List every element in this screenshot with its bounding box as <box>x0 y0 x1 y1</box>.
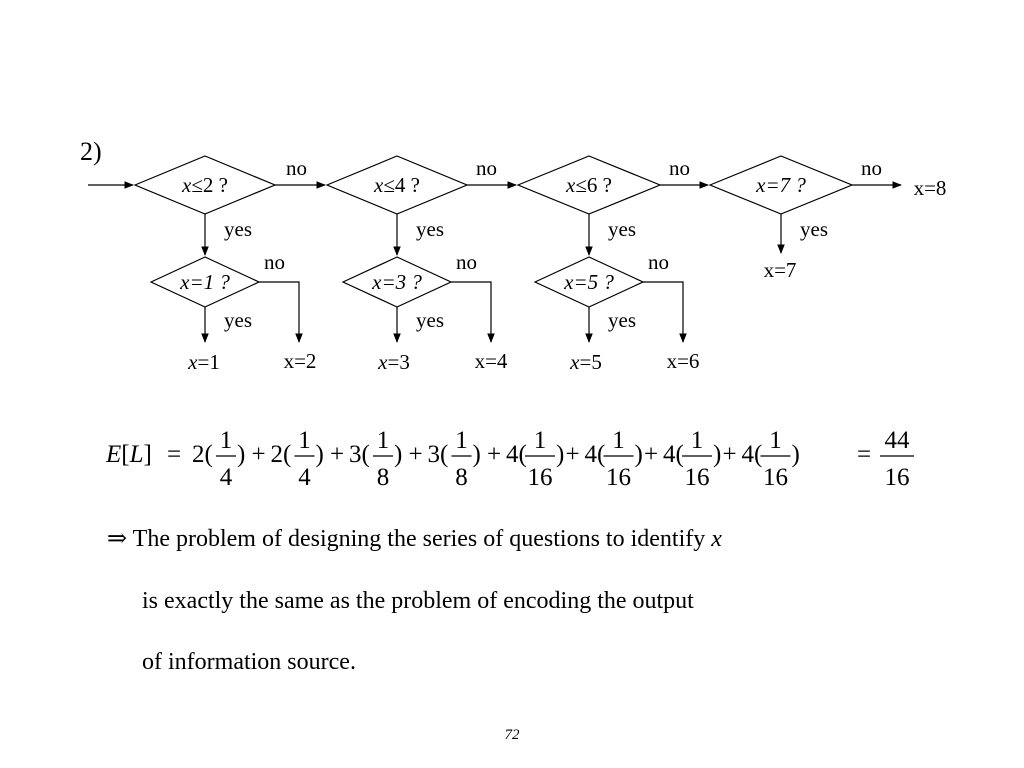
eq-plus: + <box>487 441 501 468</box>
eq-term-denominator: 8 <box>455 464 468 491</box>
eq-term-close-paren: ) <box>556 441 564 468</box>
eq-term-coef: 3( <box>349 441 370 468</box>
conclusion-line-3: of information source. <box>142 649 356 675</box>
eq-plus: + <box>252 441 266 468</box>
eq-term-coef: 2( <box>192 441 213 468</box>
sub-no-arrow-2 <box>451 281 495 343</box>
eq-term-numerator: 1 <box>691 427 704 454</box>
sub-no-label-1: no <box>264 250 285 274</box>
eq-equals: = <box>167 441 181 468</box>
conclusion-line-1: ⇒ The problem of designing the series of… <box>107 525 722 553</box>
no-label-4: no <box>861 156 882 180</box>
outcome-x7: x=7 <box>764 258 797 282</box>
eq-result-den: 16 <box>885 464 910 491</box>
eq-term-coef: 4( <box>585 441 606 468</box>
implies-arrow-icon: ⇒ <box>107 526 128 552</box>
eq-plus: + <box>644 441 658 468</box>
decision-label-2: x≤4 ? <box>373 173 420 197</box>
eq-term-numerator: 1 <box>769 427 782 454</box>
eq-term-denominator: 8 <box>377 464 390 491</box>
no-label-3: no <box>669 156 690 180</box>
sub-decision-label-1: x=1 ? <box>179 270 230 294</box>
eq-term-coef: 4( <box>663 441 684 468</box>
eq-result-num: 44 <box>885 427 911 454</box>
outcome-x2: x=2 <box>284 349 317 373</box>
eq-term-denominator: 4 <box>220 464 233 491</box>
eq-term-denominator: 4 <box>298 464 311 491</box>
page-number: 72 <box>504 727 520 743</box>
sub-no-label-3: no <box>648 250 669 274</box>
outcome-x8: x=8 <box>914 176 947 200</box>
no-label-1: no <box>286 156 307 180</box>
eq-equals-final: = <box>857 441 871 468</box>
conclusion-line-1-text: The problem of designing the series of q… <box>127 526 712 552</box>
sub-no-label-2: no <box>456 250 477 274</box>
eq-term-numerator: 1 <box>534 427 547 454</box>
eq-term-close-paren: ) <box>237 441 245 468</box>
outcome-x4: x=4 <box>475 349 508 373</box>
eq-plus: + <box>723 441 737 468</box>
eq-term-numerator: 1 <box>298 427 311 454</box>
decision-label-4: x=7 ? <box>755 173 806 197</box>
eq-plus: + <box>409 441 423 468</box>
eq-term-numerator: 1 <box>455 427 468 454</box>
outcome-x6: x=6 <box>667 349 700 373</box>
eq-term-denominator: 16 <box>528 464 553 491</box>
outcome-x5: x=5 <box>569 350 602 374</box>
sub-no-arrow-3 <box>643 281 687 343</box>
eq-term-denominator: 16 <box>606 464 631 491</box>
eq-term-numerator: 1 <box>612 427 625 454</box>
outcome-x1: x=1 <box>187 350 220 374</box>
outcome-x3: x=3 <box>377 350 410 374</box>
eq-term-numerator: 1 <box>377 427 390 454</box>
eq-term-coef: 4( <box>506 441 527 468</box>
eq-plus: + <box>566 441 580 468</box>
yes-label-2: yes <box>416 217 444 241</box>
sub-decision-label-3: x=5 ? <box>563 270 614 294</box>
eq-plus: + <box>330 441 344 468</box>
yes-label-4: yes <box>800 217 828 241</box>
decision-flowchart: x≤2 ? x≤4 ? x≤6 ? x=7 ? x=1 ? x=3 ? x=5 … <box>88 155 947 374</box>
decision-label-3: x≤6 ? <box>565 173 612 197</box>
eq-term-denominator: 16 <box>685 464 710 491</box>
eq-term-coef: 2( <box>271 441 292 468</box>
eq-term-coef: 4( <box>742 441 763 468</box>
eq-term-denominator: 16 <box>763 464 788 491</box>
eq-term-coef: 3( <box>428 441 449 468</box>
expected-length-equation: E[L] = 2(14)+2(14)+3(18)+3(18)+4(116)+4(… <box>105 427 914 491</box>
decision-label-1: x≤2 ? <box>181 173 228 197</box>
conclusion-var: x <box>711 526 722 552</box>
eq-term-close-paren: ) <box>394 441 402 468</box>
yes-label-1: yes <box>224 217 252 241</box>
conclusion-line-2: is exactly the same as the problem of en… <box>142 588 694 614</box>
section-label: 2) <box>80 137 102 166</box>
eq-term-close-paren: ) <box>635 441 643 468</box>
sub-decision-label-2: x=3 ? <box>371 270 422 294</box>
eq-lhs: E[L] <box>105 441 152 468</box>
eq-term-close-paren: ) <box>792 441 800 468</box>
sub-yes-label-1: yes <box>224 308 252 332</box>
eq-term-close-paren: ) <box>713 441 721 468</box>
eq-term-close-paren: ) <box>473 441 481 468</box>
eq-term-close-paren: ) <box>316 441 324 468</box>
sub-yes-label-2: yes <box>416 308 444 332</box>
sub-no-arrow-1 <box>259 281 303 343</box>
yes-label-3: yes <box>608 217 636 241</box>
eq-term-numerator: 1 <box>220 427 233 454</box>
no-label-2: no <box>476 156 497 180</box>
sub-yes-label-3: yes <box>608 308 636 332</box>
